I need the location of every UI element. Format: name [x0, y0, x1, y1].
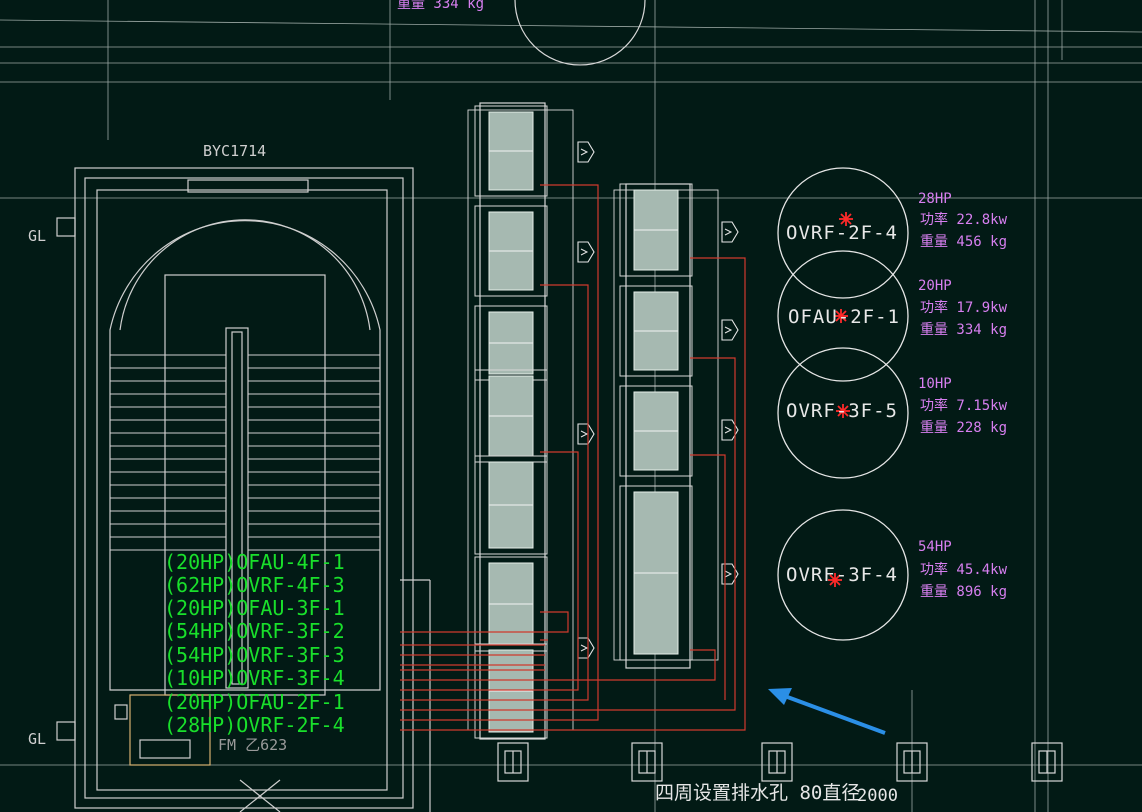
column-markers [497, 742, 1063, 782]
unit-circle-1[interactable] [777, 250, 909, 382]
unit-id-vrf-2f-4[interactable]: ОVRF-2F-4 [786, 222, 898, 244]
unit-circle-2[interactable] [777, 347, 909, 479]
unit-id-fau-2f-1[interactable]: ОFAU-2F-1 [788, 306, 900, 328]
unit-power-3: 功率 45.4kw [920, 562, 1008, 578]
unit-id-vrf-3f-5[interactable]: ОVRF-3F-5 [786, 400, 898, 422]
unit-hp-2: 10HP [918, 376, 952, 392]
unit-circles [777, 167, 909, 641]
top-weight-text: 重量 334 kg [397, 0, 485, 12]
location-marker-icon [836, 404, 850, 418]
pipe-label-0: (20HP)ОFAU-4F-1 [164, 550, 345, 574]
unit-circle-3[interactable] [777, 509, 909, 641]
unit-hp-3: 54HP [918, 539, 952, 555]
location-marker-icon [828, 573, 842, 587]
unit-power-0: 功率 22.8kw [920, 212, 1008, 228]
unit-power-1: 功率 17.9kw [920, 300, 1008, 316]
annotation-arrow [768, 688, 886, 735]
location-marker-icon [839, 212, 853, 226]
top-circle-fragment [514, 0, 646, 66]
pipe-label-3: (54HP)ОVRF-3F-2 [164, 619, 345, 643]
pipe-label-7: (28HP)ОVRF-2F-4 [164, 713, 345, 737]
unit-weight-1: 重量 334 kg [920, 322, 1008, 338]
gl-label-bottom: GL [28, 730, 47, 748]
unit-weight-2: 重量 228 kg [920, 420, 1008, 436]
gl-label-top: GL [28, 227, 47, 245]
unit-hp-0: 28HP [918, 191, 952, 207]
pipe-label-1: (62HP)ОVRF-4F-3 [164, 573, 345, 597]
unit-hp-1: 20HP [918, 278, 952, 294]
location-marker-icon [834, 309, 848, 323]
pipe-label-6: (20HP)ОFAU-2F-1 [164, 690, 345, 714]
pipe-label-2: (20HP)ОFAU-3F-1 [164, 596, 345, 620]
pipe-label-4: (54HP)ОVRF-3F-3 [164, 643, 345, 667]
equipment-racks [467, 102, 739, 740]
pipe-label-5: (10HP)ОVRF-3F-4 [164, 666, 345, 690]
unit-weight-3: 重量 896 kg [920, 584, 1008, 600]
door-label: FM 乙623 [218, 736, 288, 754]
stair-label: BYC1714 [203, 142, 267, 160]
refrigerant-pipes [400, 184, 746, 731]
unit-weight-0: 重量 456 kg [920, 234, 1008, 250]
unit-circle-0[interactable] [777, 167, 909, 299]
unit-power-2: 功率 7.15kw [920, 398, 1008, 414]
stair-treads [110, 354, 380, 551]
bottom-note-tail: 2000 [857, 786, 898, 806]
bottom-note: 四周设置排水孔 80直径 [655, 782, 861, 804]
unit-id-vrf-3f-4[interactable]: ОVRF-3F-4 [786, 564, 898, 586]
